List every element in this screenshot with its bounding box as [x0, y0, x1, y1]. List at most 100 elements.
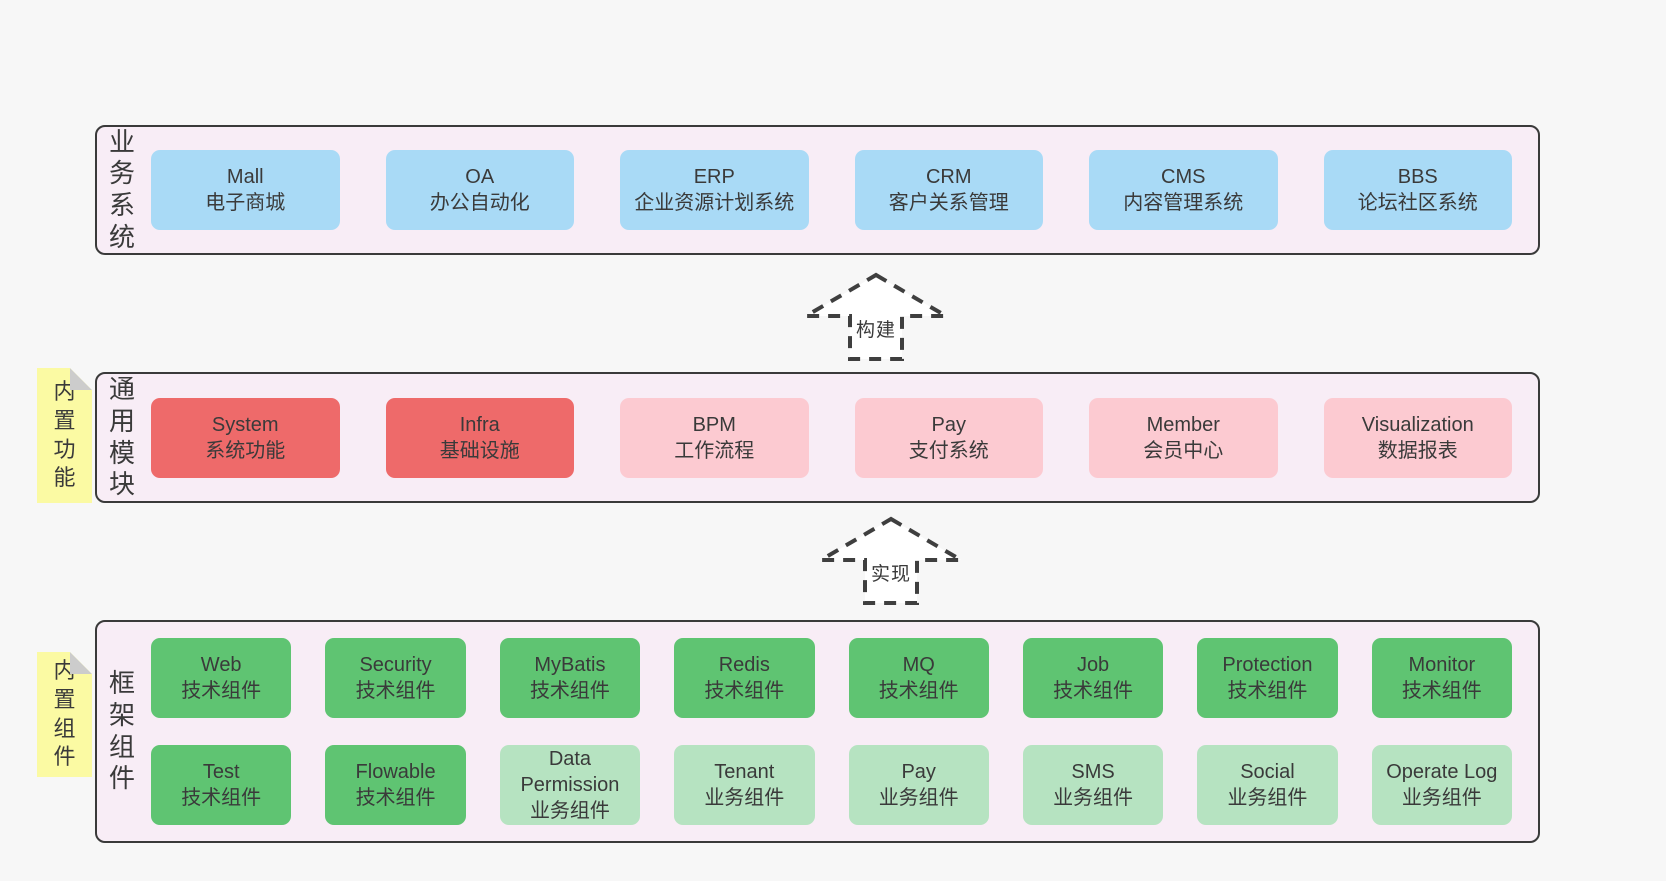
box-mall-zh: 电子商城: [205, 192, 286, 214]
box-flowable-zh: 技术组件: [355, 787, 436, 809]
box-mall: Mall 电子商城: [151, 150, 340, 230]
box-pay-component-en: Pay: [901, 761, 936, 783]
box-job-en: Job: [1076, 654, 1110, 676]
framework-row-2: Test 技术组件 Flowable 技术组件 Data Permission …: [151, 745, 1512, 825]
box-bbs: BBS 论坛社区系统: [1323, 150, 1512, 230]
box-bpm: BPM 工作流程: [620, 397, 809, 478]
box-system-en: System: [211, 413, 279, 436]
band-common-modules: 通用模块 System 系统功能 Infra 基础设施 BPM 工作流程 Pay…: [95, 372, 1540, 503]
band-modules-label: 通用模块: [108, 374, 135, 500]
arrow-build-label: 构建: [852, 315, 900, 342]
box-member-zh: 会员中心: [1143, 439, 1224, 462]
band-business-systems: 业务系统 Mall 电子商城 OA 办公自动化 ERP 企业资源计划系统 CRM…: [95, 125, 1540, 255]
box-crm-en: CRM: [925, 166, 972, 188]
box-tenant-en: Tenant: [714, 761, 775, 783]
box-oa: OA 办公自动化: [385, 150, 574, 230]
box-visualization: Visualization 数据报表: [1323, 397, 1512, 478]
box-infra-zh: 基础设施: [439, 439, 520, 462]
box-flowable: Flowable 技术组件: [325, 745, 466, 825]
box-bbs-zh: 论坛社区系统: [1357, 192, 1478, 214]
box-operate-log-zh: 业务组件: [1401, 787, 1482, 809]
business-boxes: Mall 电子商城 OA 办公自动化 ERP 企业资源计划系统 CRM 客户关系…: [151, 150, 1512, 230]
box-oa-zh: 办公自动化: [429, 192, 530, 214]
box-data-permission-en: Data Permission: [520, 748, 620, 796]
box-member-en: Member: [1146, 413, 1220, 436]
band-business-label: 业务系统: [108, 126, 135, 252]
folded-corner-icon: [70, 652, 92, 674]
box-erp-zh: 企业资源计划系统: [634, 192, 795, 214]
box-web-zh: 技术组件: [181, 680, 262, 702]
box-pay-component-zh: 业务组件: [878, 787, 959, 809]
framework-rows: Web 技术组件 Security 技术组件 MyBatis 技术组件 Redi…: [151, 638, 1512, 825]
box-monitor-en: Monitor: [1408, 654, 1476, 676]
box-social-en: Social: [1240, 761, 1295, 783]
box-operate-log: Operate Log 业务组件: [1371, 745, 1512, 825]
box-job: Job 技术组件: [1022, 638, 1164, 718]
box-pay-component: Pay 业务组件: [848, 745, 989, 825]
arrow-implement-label: 实现: [867, 559, 915, 586]
box-bbs-en: BBS: [1397, 166, 1438, 188]
sticky-builtin-components: 内置组件: [37, 652, 92, 777]
box-social-zh: 业务组件: [1227, 787, 1308, 809]
box-mq: MQ 技术组件: [848, 638, 989, 718]
box-member: Member 会员中心: [1089, 397, 1278, 478]
box-mq-zh: 技术组件: [878, 680, 959, 702]
box-cms: CMS 内容管理系统: [1089, 150, 1278, 230]
box-mybatis-zh: 技术组件: [529, 680, 610, 702]
sticky-builtin-features-label: 内置功能: [53, 379, 76, 491]
box-data-permission: Data Permission 业务组件: [499, 745, 641, 825]
box-protection-zh: 技术组件: [1227, 680, 1308, 702]
box-job-zh: 技术组件: [1053, 680, 1134, 702]
box-redis-en: Redis: [718, 654, 770, 676]
box-erp: ERP 企业资源计划系统: [620, 150, 809, 230]
box-crm: CRM 客户关系管理: [854, 150, 1043, 230]
box-bpm-en: BPM: [692, 413, 736, 436]
box-security: Security 技术组件: [325, 638, 466, 718]
box-data-permission-zh: 业务组件: [529, 800, 610, 822]
box-flowable-en: Flowable: [355, 761, 436, 783]
framework-row-1: Web 技术组件 Security 技术组件 MyBatis 技术组件 Redi…: [151, 638, 1512, 718]
box-pay-module-en: Pay: [931, 413, 966, 436]
box-sms-zh: 业务组件: [1053, 787, 1134, 809]
box-web: Web 技术组件: [151, 638, 292, 718]
box-system: System 系统功能: [151, 397, 340, 478]
box-security-zh: 技术组件: [355, 680, 436, 702]
box-mybatis-en: MyBatis: [534, 654, 606, 676]
box-test-en: Test: [202, 761, 240, 783]
box-protection-en: Protection: [1222, 654, 1313, 676]
box-mybatis: MyBatis 技术组件: [499, 638, 641, 718]
box-cms-zh: 内容管理系统: [1123, 192, 1244, 214]
box-infra: Infra 基础设施: [385, 397, 574, 478]
box-operate-log-en: Operate Log: [1386, 761, 1498, 783]
box-monitor-zh: 技术组件: [1401, 680, 1482, 702]
box-mall-en: Mall: [226, 166, 264, 188]
box-erp-en: ERP: [693, 166, 735, 188]
box-test-zh: 技术组件: [181, 787, 262, 809]
box-social: Social 业务组件: [1197, 745, 1338, 825]
box-bpm-zh: 工作流程: [674, 439, 755, 462]
arrow-build: 构建: [796, 271, 956, 363]
box-monitor: Monitor 技术组件: [1371, 638, 1512, 718]
box-redis: Redis 技术组件: [674, 638, 815, 718]
sticky-builtin-components-label: 内置组件: [53, 658, 76, 770]
box-mq-en: MQ: [902, 654, 935, 676]
sticky-builtin-features: 内置功能: [37, 368, 92, 503]
box-web-en: Web: [200, 654, 242, 676]
box-security-en: Security: [359, 654, 432, 676]
band-framework-label: 框架组件: [108, 668, 135, 794]
box-system-zh: 系统功能: [205, 439, 286, 462]
box-infra-en: Infra: [459, 413, 500, 436]
box-protection: Protection 技术组件: [1197, 638, 1338, 718]
box-tenant-zh: 业务组件: [704, 787, 785, 809]
box-cms-en: CMS: [1161, 166, 1206, 188]
box-sms-en: SMS: [1071, 761, 1115, 783]
box-pay-module: Pay 支付系统: [854, 397, 1043, 478]
box-visualization-zh: 数据报表: [1377, 439, 1458, 462]
box-oa-en: OA: [465, 166, 495, 188]
module-boxes: System 系统功能 Infra 基础设施 BPM 工作流程 Pay 支付系统…: [151, 397, 1512, 478]
arrow-implement: 实现: [811, 515, 971, 607]
box-pay-module-zh: 支付系统: [908, 439, 989, 462]
box-crm-zh: 客户关系管理: [888, 192, 1009, 214]
band-framework-components: 框架组件 Web 技术组件 Security 技术组件 MyBatis 技术组件…: [95, 620, 1540, 843]
